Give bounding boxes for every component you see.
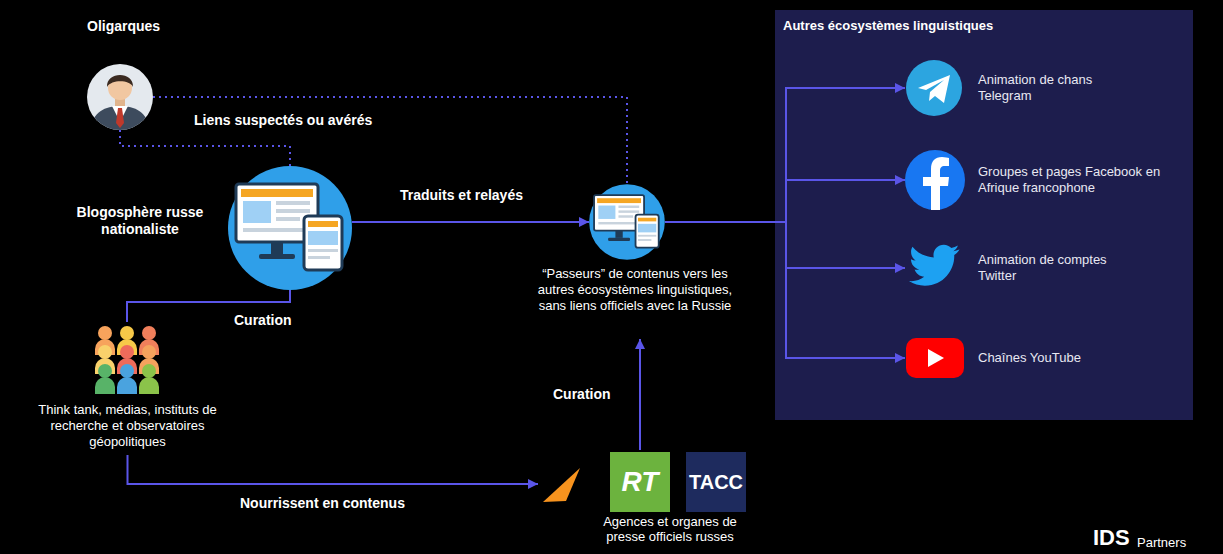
source-node: Blogosphère russe nationaliste (70, 166, 352, 290)
oligarch-icon (87, 64, 153, 135)
tie (116, 108, 124, 128)
relay-computer-icon (589, 184, 665, 260)
flow-arrow (665, 180, 905, 222)
edge-label: Curation (551, 386, 613, 402)
node-text: RT (610, 452, 670, 512)
icon-frame (83, 322, 171, 396)
text-slot: Think tank, médias, instituts de recherc… (25, 402, 230, 450)
label-slot: Partners (1137, 535, 1186, 551)
text-slot: Oligarques (87, 18, 217, 35)
platform-node: Groupes et pages Facebook en Afrique fra… (905, 148, 1175, 212)
people-icon (95, 326, 159, 394)
dotted-link (120, 130, 290, 166)
source-node: Think tank, médias, instituts de recherc… (25, 322, 230, 455)
flow-arrow (639, 339, 641, 450)
icon-frame (905, 338, 965, 378)
rt-logo (610, 452, 670, 512)
edge-label-slot: Curation (232, 311, 294, 329)
platform-panel: Autres écosystèmes linguistiquesAnimatio… (775, 10, 1193, 420)
node-text: “Passeurs” de contenus vers les autres é… (535, 266, 735, 314)
tass-logo (686, 452, 746, 512)
text-slot: Chaînes YouTube (978, 350, 1178, 366)
flow-arrow (665, 222, 905, 268)
relay-node: “Passeurs” de contenus vers les autres é… (535, 184, 735, 339)
text-slot: Groupes et pages Facebook en Afrique fra… (978, 164, 1178, 196)
node-text: Groupes et pages Facebook en Afrique fra… (978, 164, 1178, 196)
edge-label-slot: Curation (551, 385, 613, 403)
node-text: Oligarques (87, 18, 217, 35)
shirt (112, 106, 128, 122)
icon-frame (589, 184, 665, 260)
flow-arrow (128, 455, 539, 484)
icon-frame (228, 166, 352, 290)
icon-frame (905, 243, 963, 293)
icon-frame (905, 150, 965, 210)
edge-label: Nourrissent en contenus (238, 495, 407, 511)
twitter-icon (909, 245, 959, 286)
edge-label-slot: Nourrissent en contenus (238, 494, 407, 512)
label-slot: IDS (1093, 525, 1130, 551)
logo-wordmark: Partners (1137, 535, 1186, 551)
hair (107, 75, 133, 87)
text-slot: RT (610, 452, 670, 512)
platform-node: Animation de chans Telegram (905, 58, 1175, 118)
edge-label: Curation (232, 312, 294, 328)
dotted-link (153, 97, 627, 184)
icon-disc (87, 64, 153, 130)
text-slot: Autres écosystèmes linguistiques (783, 18, 1183, 34)
node-text: Animation de chans Telegram (978, 72, 1128, 104)
neck (115, 96, 125, 106)
sputnik-logo (543, 468, 580, 502)
flow-arrow (352, 221, 589, 223)
text-slot: Agences et organes de presse officiels r… (590, 514, 750, 544)
icon-frame (905, 60, 963, 116)
text-slot: TACC (686, 452, 746, 512)
agency-node: RT TACCAgences et organes de presse offic… (538, 450, 750, 550)
node-text: Think tank, médias, instituts de recherc… (25, 402, 230, 450)
edge-label-slot: Liens suspectés ou avérés (192, 111, 374, 129)
node-text: TACC (686, 452, 746, 512)
icon-frame (87, 64, 153, 130)
logo-wordmark: IDS (1093, 525, 1130, 551)
text-slot: “Passeurs” de contenus vers les autres é… (535, 266, 735, 314)
node-text: Animation de comptes Twitter (978, 252, 1138, 284)
telegram-icon (906, 60, 962, 116)
facebook-icon (905, 150, 965, 210)
edge-label: Liens suspectés ou avérés (192, 112, 374, 128)
flow-arrow (665, 88, 905, 222)
text-slot: Animation de chans Telegram (978, 72, 1128, 104)
youtube-icon (906, 338, 964, 378)
node-text: Autres écosystèmes linguistiques (783, 18, 1183, 34)
suit (90, 106, 150, 135)
node-text: Agences et organes de presse officiels r… (590, 514, 750, 544)
platform-node: Animation de comptes Twitter (905, 238, 1175, 298)
text-slot: Blogosphère russe nationaliste (70, 204, 210, 238)
text-slot: Animation de comptes Twitter (978, 252, 1138, 284)
head (108, 76, 132, 100)
platform-node: Chaînes YouTube (905, 328, 1175, 388)
edge-label-slot: Traduits et relayés (398, 186, 525, 204)
node-text: Chaînes YouTube (978, 350, 1178, 366)
edge-label: Traduits et relayés (398, 187, 525, 203)
flow-arrow (665, 222, 905, 358)
blog-computer-icon (228, 166, 352, 290)
node-text: Blogosphère russe nationaliste (70, 204, 210, 238)
